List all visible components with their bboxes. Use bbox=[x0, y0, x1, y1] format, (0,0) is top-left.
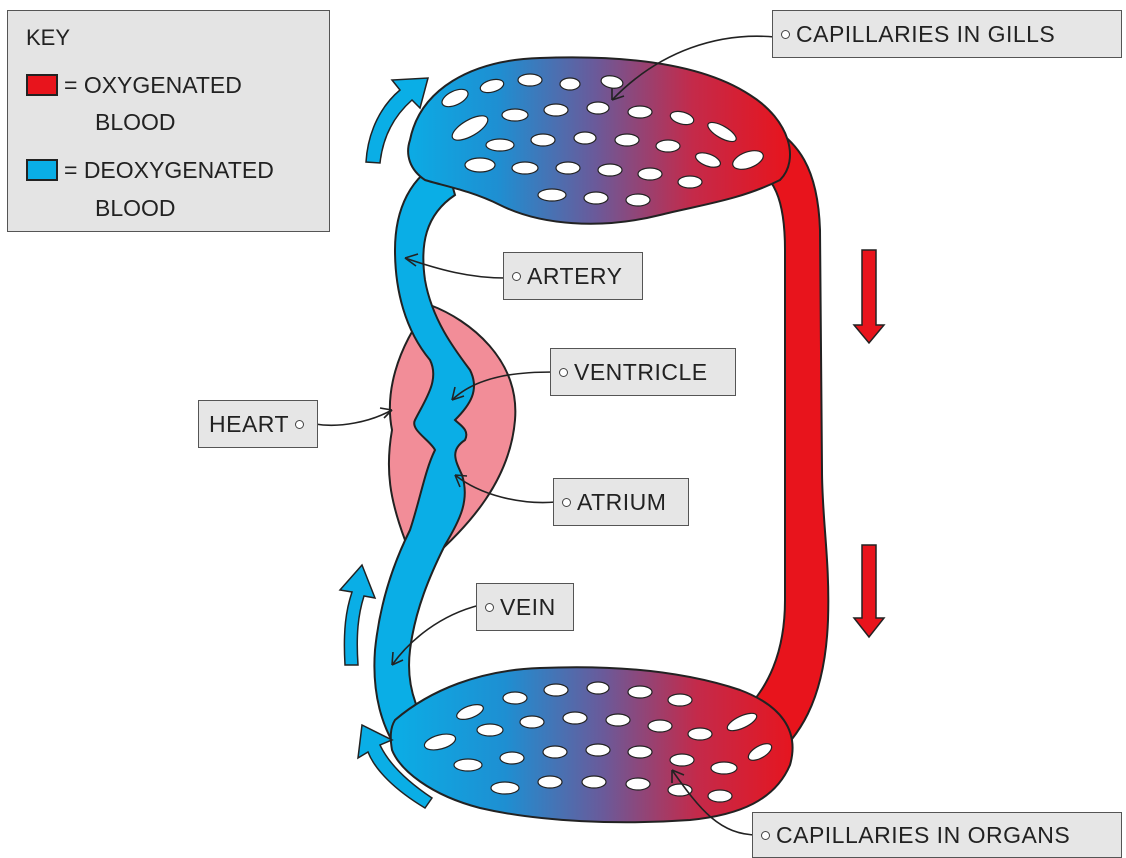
tag-hole bbox=[559, 368, 568, 377]
oxygenated-label-line2: BLOOD bbox=[95, 109, 176, 136]
label-ventricle: VENTRICLE bbox=[550, 348, 736, 396]
red-flow-arrows bbox=[854, 250, 884, 637]
deoxygenated-label: = DEOXYGENATED bbox=[64, 157, 274, 183]
label-vein: VEIN bbox=[476, 583, 574, 631]
key-deoxygenated-row: = DEOXYGENATED bbox=[26, 151, 274, 189]
capillaries-gills-text: CAPILLARIES IN GILLS bbox=[796, 21, 1055, 48]
tag-hole bbox=[485, 603, 494, 612]
tag-hole bbox=[295, 420, 304, 429]
tag-hole bbox=[761, 831, 770, 840]
label-heart: HEART bbox=[198, 400, 318, 448]
red-arrow-upper bbox=[854, 250, 884, 343]
key-legend: KEY = OXYGENATED BLOOD = DEOXYGENATED BL… bbox=[7, 10, 330, 232]
heart-leader bbox=[315, 410, 392, 425]
label-capillaries-in-organs: CAPILLARIES IN ORGANS bbox=[752, 812, 1122, 858]
tag-hole bbox=[512, 272, 521, 281]
oxygenated-swatch bbox=[26, 74, 58, 96]
blue-arrow-middle bbox=[340, 565, 375, 665]
ventricle-text: VENTRICLE bbox=[574, 359, 708, 386]
key-title: KEY bbox=[26, 25, 70, 51]
oxygenated-label: = OXYGENATED bbox=[64, 72, 242, 98]
tag-hole bbox=[781, 30, 790, 39]
heart-text: HEART bbox=[209, 411, 289, 438]
atrium-text: ATRIUM bbox=[577, 489, 666, 516]
artery-text: ARTERY bbox=[527, 263, 622, 290]
red-arrow-lower bbox=[854, 545, 884, 637]
capillaries-organs-text: CAPILLARIES IN ORGANS bbox=[776, 822, 1070, 849]
deoxygenated-swatch bbox=[26, 159, 58, 181]
label-capillaries-in-gills: CAPILLARIES IN GILLS bbox=[772, 10, 1122, 58]
key-oxygenated-row: = OXYGENATED bbox=[26, 66, 242, 104]
deoxygenated-label-line2: BLOOD bbox=[95, 195, 176, 222]
vein-text: VEIN bbox=[500, 594, 556, 621]
label-atrium: ATRIUM bbox=[553, 478, 689, 526]
oxygenated-vessel bbox=[735, 120, 828, 770]
tag-hole bbox=[562, 498, 571, 507]
label-artery: ARTERY bbox=[503, 252, 643, 300]
